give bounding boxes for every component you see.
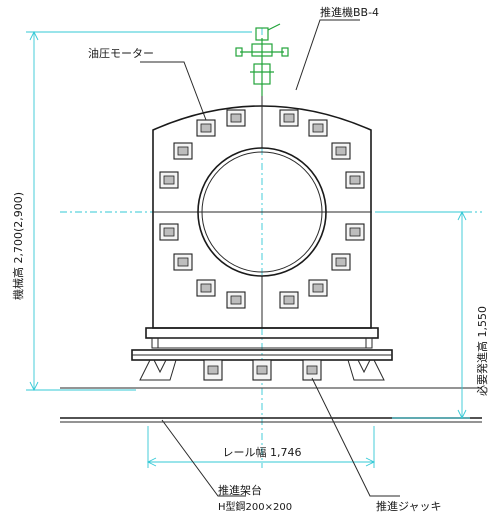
excavation-height-label: 必要発進高 1,550 — [475, 306, 489, 396]
base-frame — [131, 327, 393, 381]
machine-height-label: 機械高 2,700(2,900) — [11, 192, 25, 300]
motor-1 — [196, 119, 216, 137]
control-lever — [235, 23, 289, 96]
leader-hydraulic-motor — [140, 61, 207, 121]
motor-10 — [345, 223, 365, 241]
base-plate-lower — [151, 337, 373, 349]
motor-6 — [331, 142, 351, 160]
leader-propulsion-machine — [295, 19, 360, 91]
motor-3 — [279, 109, 299, 127]
motor-5 — [173, 142, 193, 160]
motor-12 — [331, 253, 351, 271]
propulsion-jack-label: 推進ジャッキ — [376, 499, 441, 513]
motor-11 — [173, 253, 193, 271]
motor-8 — [345, 171, 365, 189]
rail-width-label: レール幅 1,746 — [223, 446, 302, 459]
motor-13 — [196, 279, 216, 297]
jack-2 — [252, 359, 272, 381]
hydraulic-motor-label: 油圧モーター — [88, 46, 154, 60]
motor-2 — [226, 109, 246, 127]
rail-width-dimension — [146, 426, 376, 468]
bore-opening-inner — [201, 151, 323, 273]
frame-leg-right — [347, 359, 385, 381]
motor-9 — [159, 223, 179, 241]
machine-body — [152, 92, 372, 329]
propulsion-machine-label: 推進機BB-4 — [320, 5, 379, 19]
motor-7 — [159, 171, 179, 189]
hydraulic-motor-ring — [159, 109, 365, 309]
h-beam-label: H型鋼200×200 — [218, 500, 292, 513]
propulsion-jacks — [203, 359, 322, 381]
motor-15 — [279, 291, 299, 309]
excavation-height-dimension — [380, 210, 470, 420]
motor-16 — [308, 279, 328, 297]
machine-height-dimension — [26, 30, 252, 392]
leader-propulsion-jack — [311, 377, 400, 497]
jack-1 — [203, 359, 223, 381]
bore-opening — [197, 147, 327, 277]
motor-14 — [226, 291, 246, 309]
leader-propulsion-frame — [161, 419, 246, 497]
body-outline — [152, 105, 372, 329]
propulsion-frame-label: 推進架台 — [218, 483, 262, 497]
jack-3 — [302, 359, 322, 381]
frame-leg-left — [139, 359, 177, 381]
motor-4 — [308, 119, 328, 137]
